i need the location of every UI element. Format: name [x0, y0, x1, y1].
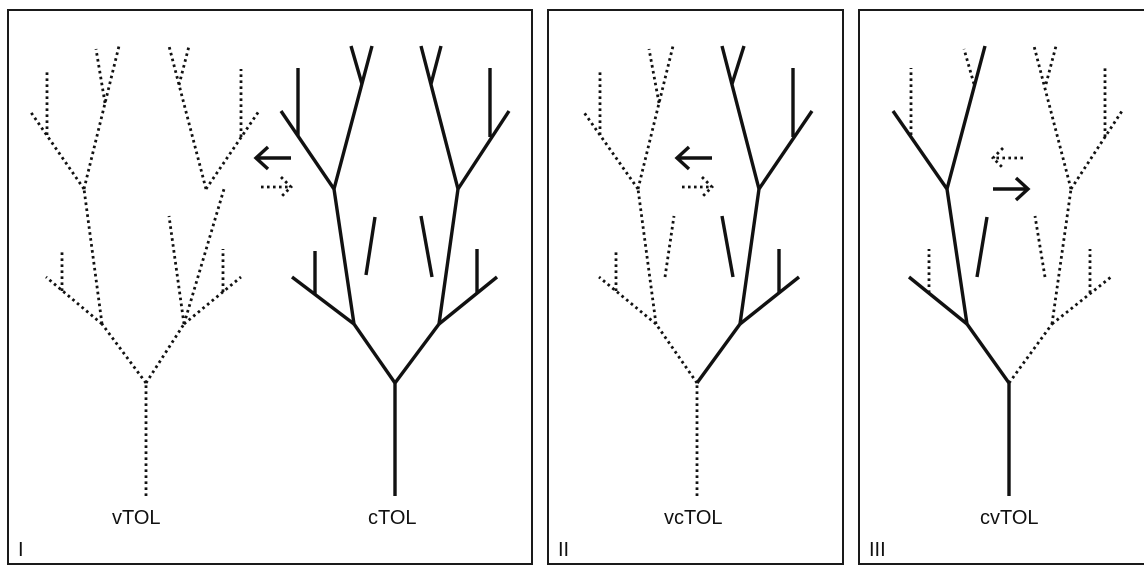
cvtol-tree	[891, 45, 1124, 496]
right-solid-arrow	[993, 176, 1031, 202]
vctol-tree	[581, 45, 814, 496]
panel-numeral: II	[558, 539, 570, 561]
panel-ii: vcTOL II	[547, 9, 844, 565]
panel-i-drawing	[28, 45, 511, 496]
vtol-tree	[28, 45, 261, 496]
ctol-label: cTOL	[368, 507, 417, 529]
panel-numeral: I	[18, 539, 24, 561]
vctol-label: vcTOL	[664, 507, 723, 529]
vtol-label: vTOL	[112, 507, 161, 529]
cvtol-label: cvTOL	[980, 507, 1039, 529]
right-dotted-arrow	[682, 176, 714, 198]
left-dotted-arrow	[991, 147, 1023, 169]
left-solid-arrow	[674, 145, 712, 171]
panel-ii-drawing	[581, 45, 814, 496]
panel-iii: cvTOL III	[858, 9, 1144, 565]
panel-iii-drawing	[891, 45, 1124, 496]
ctol-tree	[279, 45, 511, 496]
panel-numeral: III	[869, 539, 886, 561]
right-dotted-arrow	[261, 176, 293, 198]
left-solid-arrow	[253, 145, 291, 171]
panel-i: vTOL cTOL I	[7, 9, 533, 565]
